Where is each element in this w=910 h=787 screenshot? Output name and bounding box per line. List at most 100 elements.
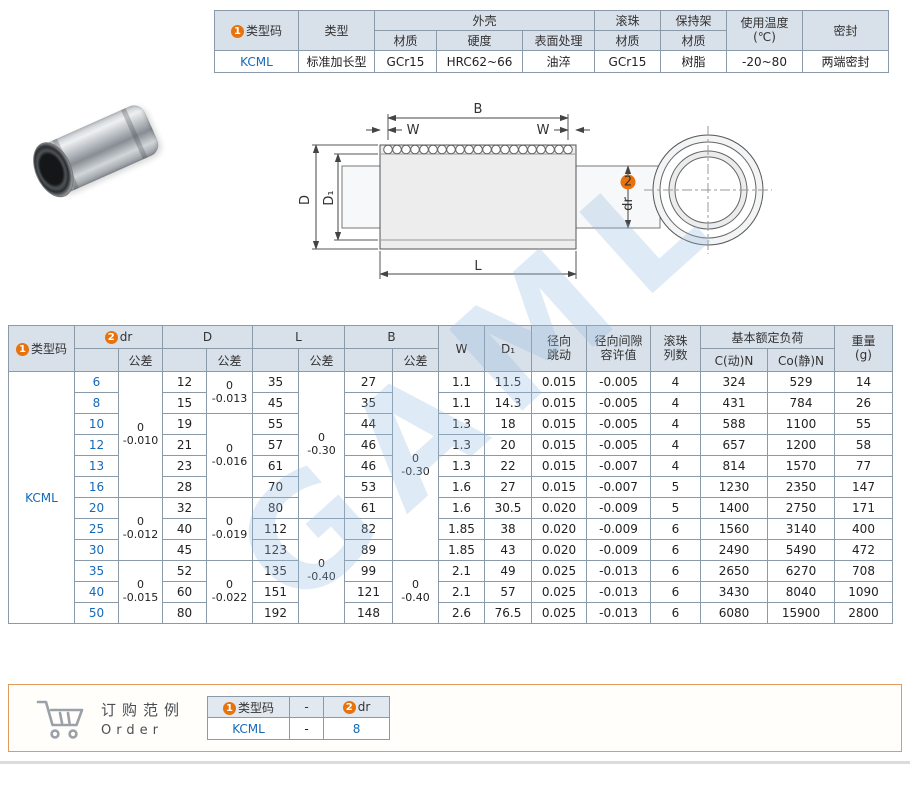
table-cell: 8040 (767, 581, 835, 603)
table-cell: 1230 (700, 476, 768, 498)
order-titles: 订购范例 Order (101, 699, 185, 738)
tolerance-cell: 0 -0.30 (298, 371, 345, 519)
spec-shell-material-cell: GCr15 (374, 50, 437, 73)
col-header-D: D (162, 325, 253, 349)
col-header-type-code-label: 类型码 (30, 342, 67, 356)
dim-label-L: L (474, 259, 482, 274)
table-cell: 1.3 (438, 455, 485, 477)
dr-cell: 35 (74, 560, 119, 582)
dr-cell: 6 (74, 371, 119, 393)
table-cell: 15 (162, 392, 207, 414)
order-code-cell: KCML (207, 717, 291, 740)
table-cell: 4 (650, 392, 701, 414)
badge-1-icon: 1 (15, 343, 29, 356)
table-cell: 1.85 (438, 518, 485, 540)
table-cell: 6 (650, 560, 701, 582)
table-cell: 1570 (767, 455, 835, 477)
table-cell: 4 (650, 371, 701, 393)
dr-cell: 50 (74, 602, 119, 624)
table-cell: 6270 (767, 560, 835, 582)
table-cell: 15900 (767, 602, 835, 624)
tolerance-cell: 0 -0.019 (206, 497, 253, 561)
col-header-runout: 径向 跳动 (531, 325, 587, 372)
table-cell: 1090 (834, 581, 893, 603)
table-cell: 529 (767, 371, 835, 393)
table-cell: 1.3 (438, 413, 485, 435)
table-cell: 2.1 (438, 581, 485, 603)
spec-subheader-shell-surface: 表面处理 (522, 30, 595, 51)
spec-header-row-2: 材质 硬度 表面处理 材质 材质 (215, 30, 889, 51)
table-cell: 6 (650, 602, 701, 624)
table-cell: 77 (834, 455, 893, 477)
model-cell: KCML (8, 371, 75, 624)
table-cell: 20 (484, 434, 532, 456)
table-cell: 151 (252, 581, 299, 603)
spec-subheader-shell-material: 材质 (374, 30, 437, 51)
order-header-dash: - (289, 696, 325, 718)
table-cell: 1.1 (438, 371, 485, 393)
dim-dr-badge-number: 2 (624, 175, 632, 190)
col-header-B: B (344, 325, 439, 349)
tolerance-cell: 0 -0.013 (206, 371, 253, 414)
col-header-clearance: 径向间隙 容许值 (586, 325, 651, 372)
col-subheader-empty (74, 348, 119, 372)
table-cell: 61 (344, 497, 393, 519)
table-cell: 147 (834, 476, 893, 498)
table-cell: -0.005 (586, 371, 651, 393)
table-cell: 1.85 (438, 539, 485, 561)
table-cell: 43 (484, 539, 532, 561)
tolerance-cell: 0 -0.016 (206, 413, 253, 498)
col-subheader-empty (162, 348, 207, 372)
table-cell: 0.020 (531, 539, 587, 561)
table-cell: 472 (834, 539, 893, 561)
table-cell: 784 (767, 392, 835, 414)
table-cell: -0.007 (586, 455, 651, 477)
table-cell: 0.020 (531, 497, 587, 519)
table-cell: 14.3 (484, 392, 532, 414)
table-cell: 35 (344, 392, 393, 414)
table-cell: 112 (252, 518, 299, 540)
badge-2-icon: 2 (104, 331, 118, 344)
tolerance-cell: 0 -0.022 (206, 560, 253, 624)
table-cell: 6 (650, 539, 701, 561)
table-cell: 2800 (834, 602, 893, 624)
table-cell: 0.020 (531, 518, 587, 540)
table-cell: 28 (162, 476, 207, 498)
spec-header-shell: 外壳 (374, 10, 595, 31)
tolerance-cell: 0 -0.30 (392, 371, 439, 561)
table-cell: 32 (162, 497, 207, 519)
table-cell: 0.015 (531, 413, 587, 435)
dim-label-dr: dr (621, 197, 636, 211)
spec-seal-cell: 两端密封 (802, 50, 889, 73)
cart-icon (36, 700, 84, 739)
order-subtitle: Order (101, 722, 163, 738)
table-cell: 588 (700, 413, 768, 435)
table-cell: 324 (700, 371, 768, 393)
table-cell: 99 (344, 560, 393, 582)
table-cell: 30.5 (484, 497, 532, 519)
table-cell: 89 (344, 539, 393, 561)
table-cell: 76.5 (484, 602, 532, 624)
table-cell: 38 (484, 518, 532, 540)
table-cell: 80 (252, 497, 299, 519)
spec-code-cell: KCML (214, 50, 299, 73)
spec-subheader-cage-material: 材质 (660, 30, 727, 51)
spec-subheader-ball-material: 材质 (594, 30, 661, 51)
table-cell: 45 (162, 539, 207, 561)
table-cell: 4 (650, 413, 701, 435)
table-cell: 2650 (700, 560, 768, 582)
dr-cell: 30 (74, 539, 119, 561)
col-header-D1: D₁ (484, 325, 532, 372)
